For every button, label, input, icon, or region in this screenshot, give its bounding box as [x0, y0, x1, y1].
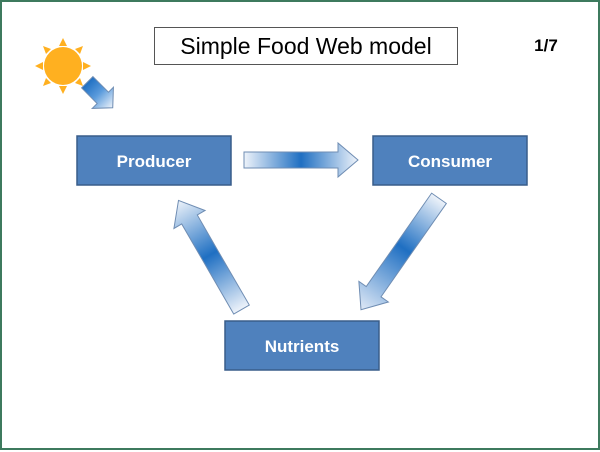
consumer-to-nutrients-arrow	[358, 192, 448, 311]
producer-label: Producer	[117, 152, 192, 171]
consumer-label: Consumer	[408, 152, 492, 171]
nutrients-to-producer-arrow	[173, 199, 250, 315]
slide-title: Simple Food Web model	[154, 27, 458, 65]
producer-node: Producer	[76, 135, 232, 186]
sun-to-producer-arrow	[80, 75, 114, 109]
producer-to-consumer-arrow	[243, 141, 359, 179]
page-indicator: 1/7	[534, 36, 558, 55]
consumer-node: Consumer	[372, 135, 528, 186]
nutrients-node: Nutrients	[224, 320, 380, 371]
nutrients-label: Nutrients	[265, 337, 340, 356]
sun-icon	[35, 38, 91, 94]
